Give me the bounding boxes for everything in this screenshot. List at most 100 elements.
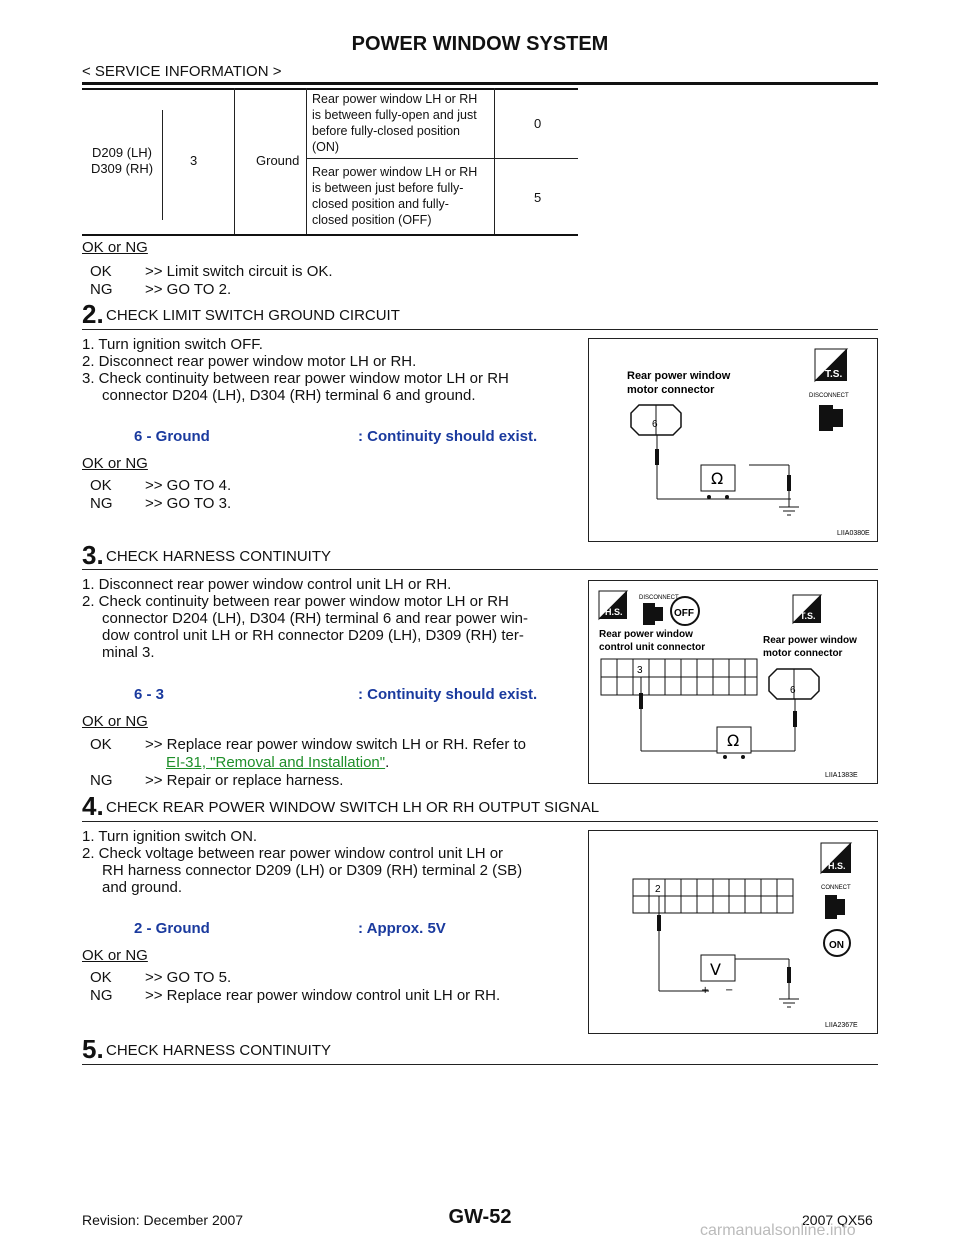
ok-label: OK	[90, 263, 112, 280]
cond-line: closed position and fully-	[312, 197, 449, 211]
ok-or-ng-label: OK or NG	[82, 239, 148, 256]
spec-terminals: 6 - Ground	[134, 428, 210, 445]
ok-or-ng-label: OK or NG	[82, 455, 148, 472]
step-rule	[82, 1064, 878, 1065]
cond-line: closed position (OFF)	[312, 213, 432, 227]
badge-text: T.S.	[825, 369, 842, 380]
instruction: 2. Check voltage between rear power wind…	[82, 845, 504, 862]
ng-result: >> GO TO 2.	[145, 281, 232, 298]
step-title: CHECK LIMIT SWITCH GROUND CIRCUIT	[106, 307, 400, 324]
terminal-value: 3	[190, 153, 198, 168]
table-row-rule	[306, 158, 578, 159]
step-number: 3.	[82, 540, 104, 570]
spec-terminals: 2 - Ground	[134, 920, 210, 937]
connect-label: CONNECT	[821, 885, 851, 891]
ok-reference: EI-31, "Removal and Installation".	[166, 754, 389, 771]
condition-on: Rear power window LH or RH is between fu…	[312, 91, 492, 155]
ng-label: NG	[90, 987, 113, 1004]
fig-label: motor connector	[627, 384, 715, 396]
step-title: CHECK HARNESS CONTINUITY	[106, 548, 332, 565]
disconnect-label: DISCONNECT	[809, 393, 849, 399]
revision-date: Revision: December 2007	[82, 1212, 244, 1228]
cond-line: (ON)	[312, 140, 340, 154]
instruction: RH harness connector D209 (LH) or D309 (…	[102, 862, 523, 879]
header-rule	[82, 82, 878, 85]
ignition-off-icon: OFF	[670, 596, 700, 626]
step-number: 5.	[82, 1034, 104, 1064]
cond-line: is between just before fully-	[312, 181, 464, 195]
pin-number: 6	[790, 685, 796, 696]
table-bottom-rule	[82, 234, 578, 236]
section-subtitle: < SERVICE INFORMATION >	[82, 63, 282, 80]
fig-label: Rear power window	[599, 629, 693, 640]
instruction: dow control unit LH or RH connector D209…	[102, 627, 524, 644]
instruction: minal 3.	[102, 644, 155, 661]
table-top-rule	[82, 88, 578, 90]
disconnect-label: DISCONNECT	[639, 595, 679, 601]
page-number: GW-52	[448, 1206, 512, 1228]
figure-code: LIIA0380E	[837, 530, 870, 537]
table-cell-connector	[82, 110, 163, 220]
figure-output-voltage: 2 V + − H.S. CONNECT ON LIIA2367E	[588, 830, 878, 1034]
ok-result: >> GO TO 5.	[145, 969, 232, 986]
spec-expected: : Continuity should exist.	[358, 428, 538, 445]
connector-rh: D309 (RH)	[90, 161, 154, 176]
model-year: 2007 QX56	[802, 1212, 873, 1228]
step-number: 2.	[82, 299, 104, 329]
instruction: 2. Disconnect rear power window motor LH…	[82, 353, 417, 370]
disconnect-icon	[819, 405, 843, 431]
voltmeter-icon: V	[710, 960, 721, 979]
ng-label: NG	[90, 772, 113, 789]
hs-badge-icon: H.S.	[598, 590, 629, 621]
cond-line: Rear power window LH or RH	[312, 165, 478, 179]
ok-result: >> Replace rear power window switch LH o…	[145, 736, 526, 753]
value-on: 0	[534, 116, 542, 131]
ts-badge-icon: T.S.	[792, 594, 823, 625]
fig-label: control unit connector	[599, 642, 705, 653]
cond-line: Rear power window LH or RH	[312, 92, 478, 106]
fig-label: Rear power window	[627, 370, 731, 382]
badge-text: T.S.	[800, 611, 816, 621]
wiring-diagram: H.S. DISCONNECT OFF T.S. Rear power wind…	[598, 590, 858, 779]
condition-off: Rear power window LH or RH is between ju…	[312, 164, 492, 228]
instruction: 2. Check continuity between rear power w…	[82, 593, 509, 610]
ng-label: NG	[90, 281, 113, 298]
figure-motor-ground: Rear power window motor connector 6 Ω T.…	[588, 338, 878, 542]
figure-code: LIIA2367E	[825, 1022, 858, 1029]
pin-number: 2	[655, 884, 661, 895]
badge-text: H.S.	[605, 607, 623, 617]
figure-code: LIIA1383E	[825, 772, 858, 779]
ok-label: OK	[90, 477, 112, 494]
off-text: OFF	[674, 608, 694, 619]
ohmmeter-icon: Ω	[711, 469, 723, 488]
instruction: 3. Check continuity between rear power w…	[82, 370, 509, 387]
instruction: connector D204 (LH), D304 (RH) terminal …	[102, 387, 476, 404]
hs-badge-icon: H.S.	[820, 842, 853, 875]
step3-instructions: 1. Disconnect rear power window control …	[82, 576, 578, 661]
ok-label: OK	[90, 736, 112, 753]
removal-installation-link[interactable]: EI-31, "Removal and Installation"	[166, 754, 386, 771]
figure-harness-continuity: H.S. DISCONNECT OFF T.S. Rear power wind…	[588, 580, 878, 784]
connect-icon	[825, 895, 845, 919]
ohmmeter-icon: Ω	[727, 731, 739, 750]
step-rule	[82, 569, 878, 570]
ng-result: >> Repair or replace harness.	[145, 772, 344, 789]
step-number: 4.	[82, 791, 104, 821]
spec-expected: : Continuity should exist.	[358, 686, 538, 703]
cond-line: before fully-closed position	[312, 124, 460, 138]
step-rule	[82, 821, 878, 822]
instruction: connector D204 (LH), D304 (RH) terminal …	[102, 610, 529, 627]
ok-or-ng-label: OK or NG	[82, 947, 148, 964]
ng-label: NG	[90, 495, 113, 512]
step4-instructions: 1. Turn ignition switch ON. 2. Check vol…	[82, 828, 578, 896]
connector-label: D209 (LH) D309 (RH)	[82, 145, 162, 177]
table-cell-ground	[236, 88, 307, 234]
step-title: CHECK HARNESS CONTINUITY	[106, 1042, 332, 1059]
table-cell-terminal	[162, 88, 235, 234]
pin-number: 3	[637, 665, 643, 676]
wiring-diagram: 2 V + − H.S. CONNECT ON LIIA2367E	[632, 842, 858, 1029]
ok-result: >> GO TO 4.	[145, 477, 232, 494]
instruction: and ground.	[102, 879, 183, 896]
punct: .	[385, 754, 390, 771]
wiring-diagram: Rear power window motor connector 6 Ω T.…	[627, 348, 870, 537]
